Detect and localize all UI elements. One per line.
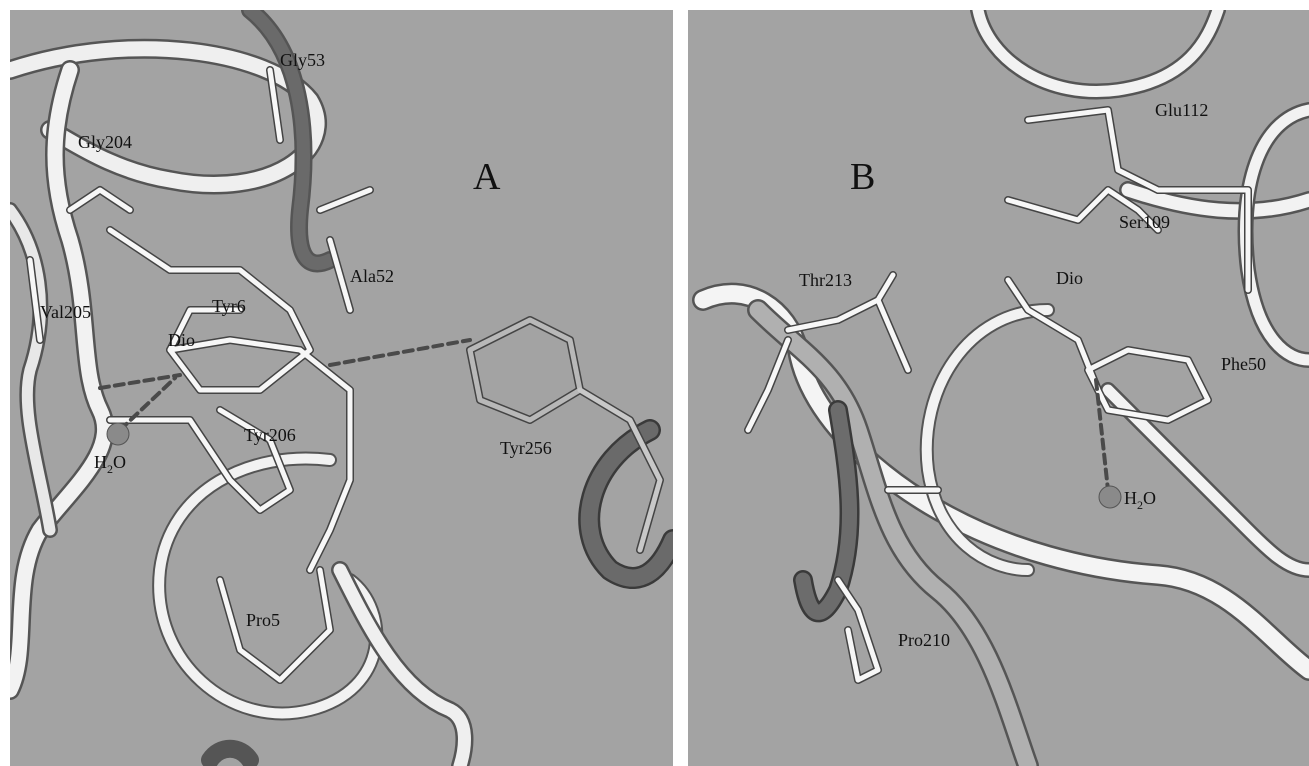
label-dio: Dio <box>1056 268 1083 289</box>
panel-a-letter: A <box>473 155 500 199</box>
label-gly204: Gly204 <box>78 132 132 153</box>
label-val205: Val205 <box>40 302 91 323</box>
panel-a-structure <box>10 10 673 766</box>
label-water: H2O <box>94 452 126 477</box>
label-gly53: Gly53 <box>280 50 325 71</box>
panel-b: B Glu112 Ser109 Thr213 Dio Phe50 Pro210 … <box>688 10 1309 766</box>
panel-a: A Gly53 Gly204 Ala52 Tyr6 Val205 Dio Tyr… <box>10 10 673 766</box>
label-ser109: Ser109 <box>1119 212 1170 233</box>
label-tyr206: Tyr206 <box>244 425 296 446</box>
label-glu112: Glu112 <box>1155 100 1208 121</box>
water-sphere <box>107 423 129 445</box>
label-pro5: Pro5 <box>246 610 280 631</box>
label-thr213: Thr213 <box>799 270 852 291</box>
label-dio: Dio <box>168 330 195 351</box>
label-tyr6: Tyr6 <box>212 296 246 317</box>
label-ala52: Ala52 <box>350 266 394 287</box>
label-water: H2O <box>1124 488 1156 513</box>
panel-b-structure <box>688 10 1309 766</box>
label-tyr256: Tyr256 <box>500 438 552 459</box>
water-sphere <box>1099 486 1121 508</box>
label-pro210: Pro210 <box>898 630 950 651</box>
protein-ribbon <box>703 10 1309 766</box>
label-phe50: Phe50 <box>1221 354 1266 375</box>
panel-b-letter: B <box>850 155 875 199</box>
